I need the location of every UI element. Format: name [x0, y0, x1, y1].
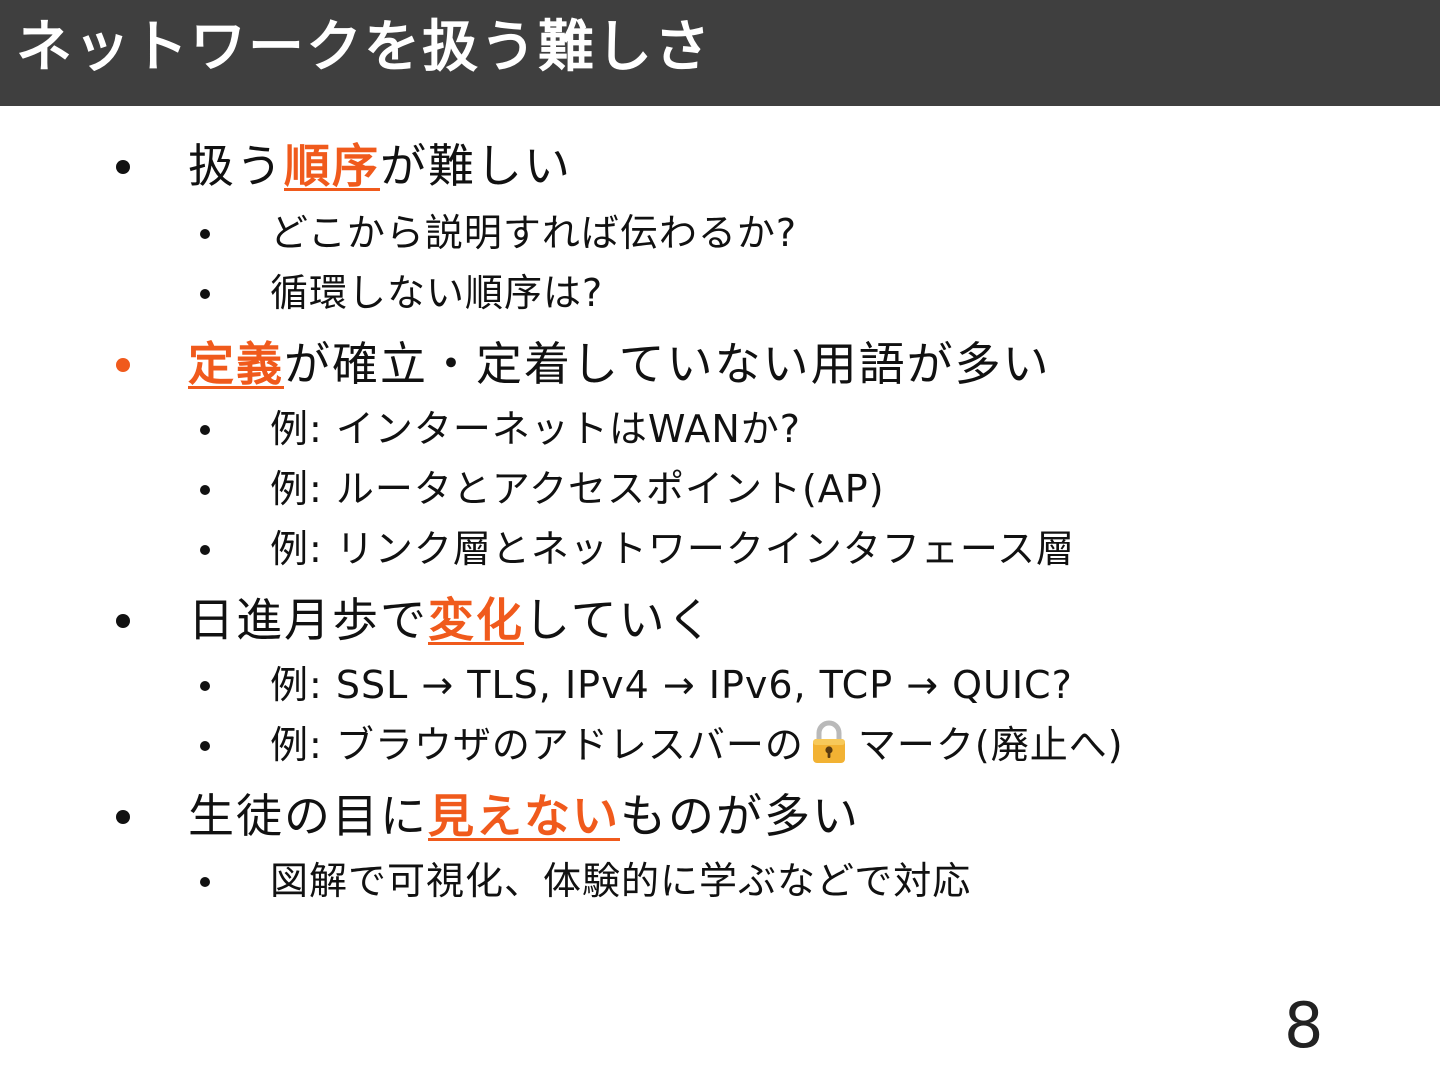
sub-bullet: 循環しない順序は?	[200, 268, 604, 318]
sub-bullet-text: 例: リンク層とネットワークインタフェース層	[270, 527, 1075, 571]
sub-bullet-dot	[200, 229, 210, 239]
bullet-text-post: ものが多い	[620, 789, 860, 843]
bullet-text-post: していく	[524, 593, 715, 647]
sub-bullet: どこから説明すれば伝わるか?	[200, 208, 798, 258]
bullet-invisible: 生徒の目に見えないものが多い	[116, 786, 860, 846]
sub-bullet: 例: ブラウザのアドレスバーの マーク(廃止へ)	[200, 720, 1124, 770]
highlight-definition: 定義	[188, 337, 284, 391]
bullet-text-pre: 扱う	[188, 139, 284, 193]
sub-bullet: 例: ルータとアクセスポイント(AP)	[200, 464, 885, 514]
bullet-text-pre: 日進月歩で	[188, 593, 428, 647]
sub-bullet-text-post: マーク(廃止へ)	[857, 723, 1124, 767]
sub-bullet-text: どこから説明すれば伝わるか?	[270, 211, 798, 255]
bullet-dot	[116, 810, 130, 824]
bullet-text-pre: 生徒の目に	[188, 789, 428, 843]
slide-title: ネットワークを扱う難しさ	[16, 15, 712, 80]
page-number: 8	[1284, 989, 1324, 1062]
sub-bullet: 図解で可視化、体験的に学ぶなどで対応	[200, 856, 972, 906]
lock-icon	[810, 720, 848, 764]
bullet-text-post: が確立・定着していない用語が多い	[284, 337, 1051, 391]
bullet-text-post: が難しい	[380, 139, 572, 193]
highlight-change: 変化	[428, 593, 524, 647]
sub-bullet: 例: SSL → TLS, IPv4 → IPv6, TCP → QUIC?	[200, 660, 1073, 710]
sub-bullet-dot	[200, 741, 210, 751]
highlight-order: 順序	[284, 139, 380, 193]
sub-bullet-text: 例: ルータとアクセスポイント(AP)	[270, 467, 885, 511]
sub-bullet: 例: リンク層とネットワークインタフェース層	[200, 524, 1075, 574]
sub-bullet-text: 例: SSL → TLS, IPv4 → IPv6, TCP → QUIC?	[270, 663, 1073, 707]
bullet-dot	[116, 160, 130, 174]
bullet-definition: 定義が確立・定着していない用語が多い	[116, 334, 1051, 394]
sub-bullet-dot	[200, 681, 210, 691]
sub-bullet-dot	[200, 545, 210, 555]
sub-bullet-dot	[200, 425, 210, 435]
sub-bullet-dot	[200, 485, 210, 495]
sub-bullet-dot	[200, 877, 210, 887]
highlight-invisible: 見えない	[428, 789, 620, 843]
sub-bullet-dot	[200, 289, 210, 299]
bullet-dot	[116, 358, 130, 372]
bullet-change: 日進月歩で変化していく	[116, 590, 715, 650]
sub-bullet-text: 例: インターネットはWANか?	[270, 407, 801, 451]
sub-bullet-text-pre: 例: ブラウザのアドレスバーの	[270, 723, 804, 767]
bullet-order: 扱う順序が難しい	[116, 136, 572, 196]
sub-bullet-text: 図解で可視化、体験的に学ぶなどで対応	[270, 859, 972, 903]
sub-bullet-text: 循環しない順序は?	[270, 271, 604, 315]
sub-bullet: 例: インターネットはWANか?	[200, 404, 801, 454]
bullet-dot	[116, 614, 130, 628]
title-bar: ネットワークを扱う難しさ	[0, 0, 1440, 106]
